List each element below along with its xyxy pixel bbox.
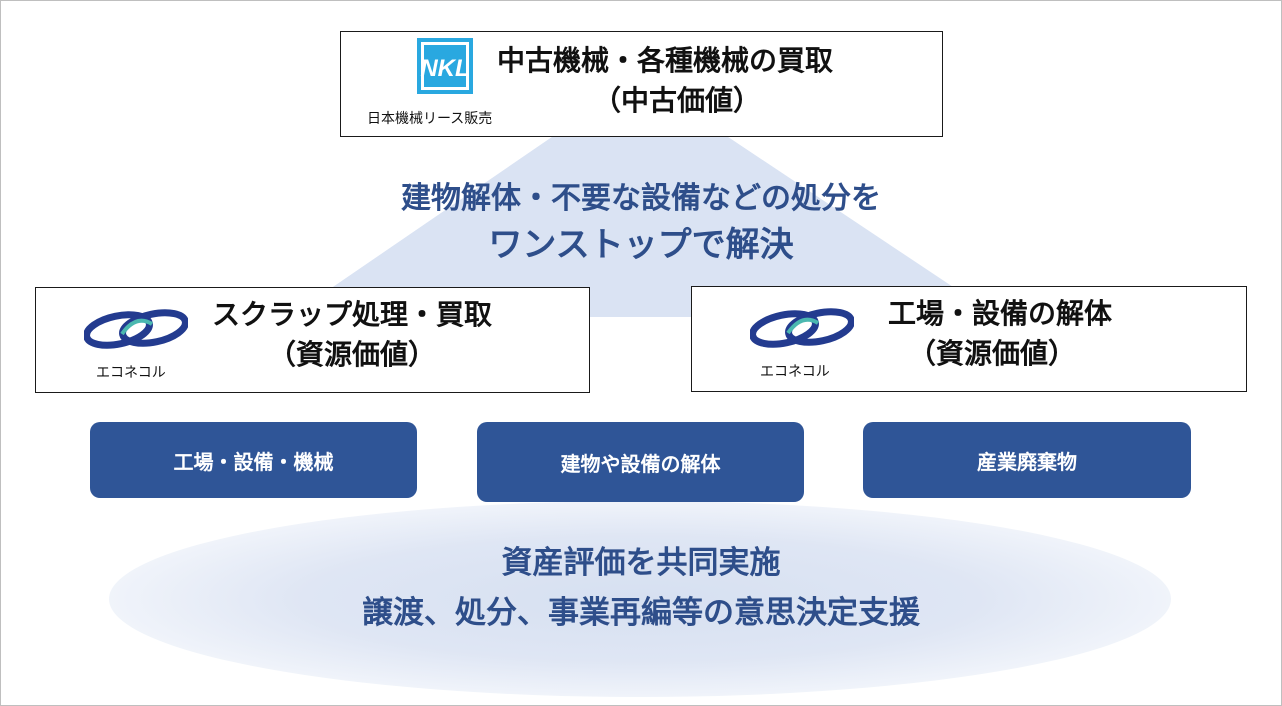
econecol-company-name: エコネコル (760, 364, 830, 380)
left-box-title-line2: （資源価値） (268, 338, 437, 371)
econecol-company-name: エコネコル (96, 365, 166, 381)
top-box-title-line2: （中古価値） (593, 84, 762, 117)
top-box-nkl: NKL 日本機械リース販売 中古機械・各種機械の買取 （中古価値） (340, 31, 943, 137)
center-message-line1: 建物解体・不要な設備などの処分を (401, 181, 881, 216)
left-box-scrap: エコネコル スクラップ処理・買取 （資源価値） (35, 287, 590, 393)
bottom-message-line2: 譲渡、処分、事業再編等の意思決定支援 (362, 595, 920, 631)
nkl-company-name: 日本機械リース販売 (367, 111, 493, 127)
right-box-demolition: エコネコル 工場・設備の解体 （資源価値） (691, 286, 1247, 392)
svg-text:NKL: NKL (420, 55, 469, 82)
center-message-line2: ワンストップで解決 (488, 225, 794, 265)
pill-building-demolition: 建物や設備の解体 (477, 422, 804, 502)
pill-factory-equipment: 工場・設備・機械 (90, 422, 417, 498)
left-box-title-line1: スクラップ処理・買取 (212, 298, 493, 331)
nkl-logo-icon: NKL (417, 38, 473, 94)
right-box-title-line2: （資源価値） (908, 337, 1077, 370)
econecol-logo-icon (84, 309, 188, 349)
econecol-logo-icon (750, 308, 854, 348)
right-box-title-line1: 工場・設備の解体 (888, 297, 1113, 330)
background-ellipse (109, 501, 1171, 697)
pill-industrial-waste: 産業廃棄物 (863, 422, 1191, 498)
top-box-title-line1: 中古機械・各種機械の買取 (497, 44, 834, 77)
bottom-message-line1: 資産評価を共同実施 (501, 545, 781, 581)
